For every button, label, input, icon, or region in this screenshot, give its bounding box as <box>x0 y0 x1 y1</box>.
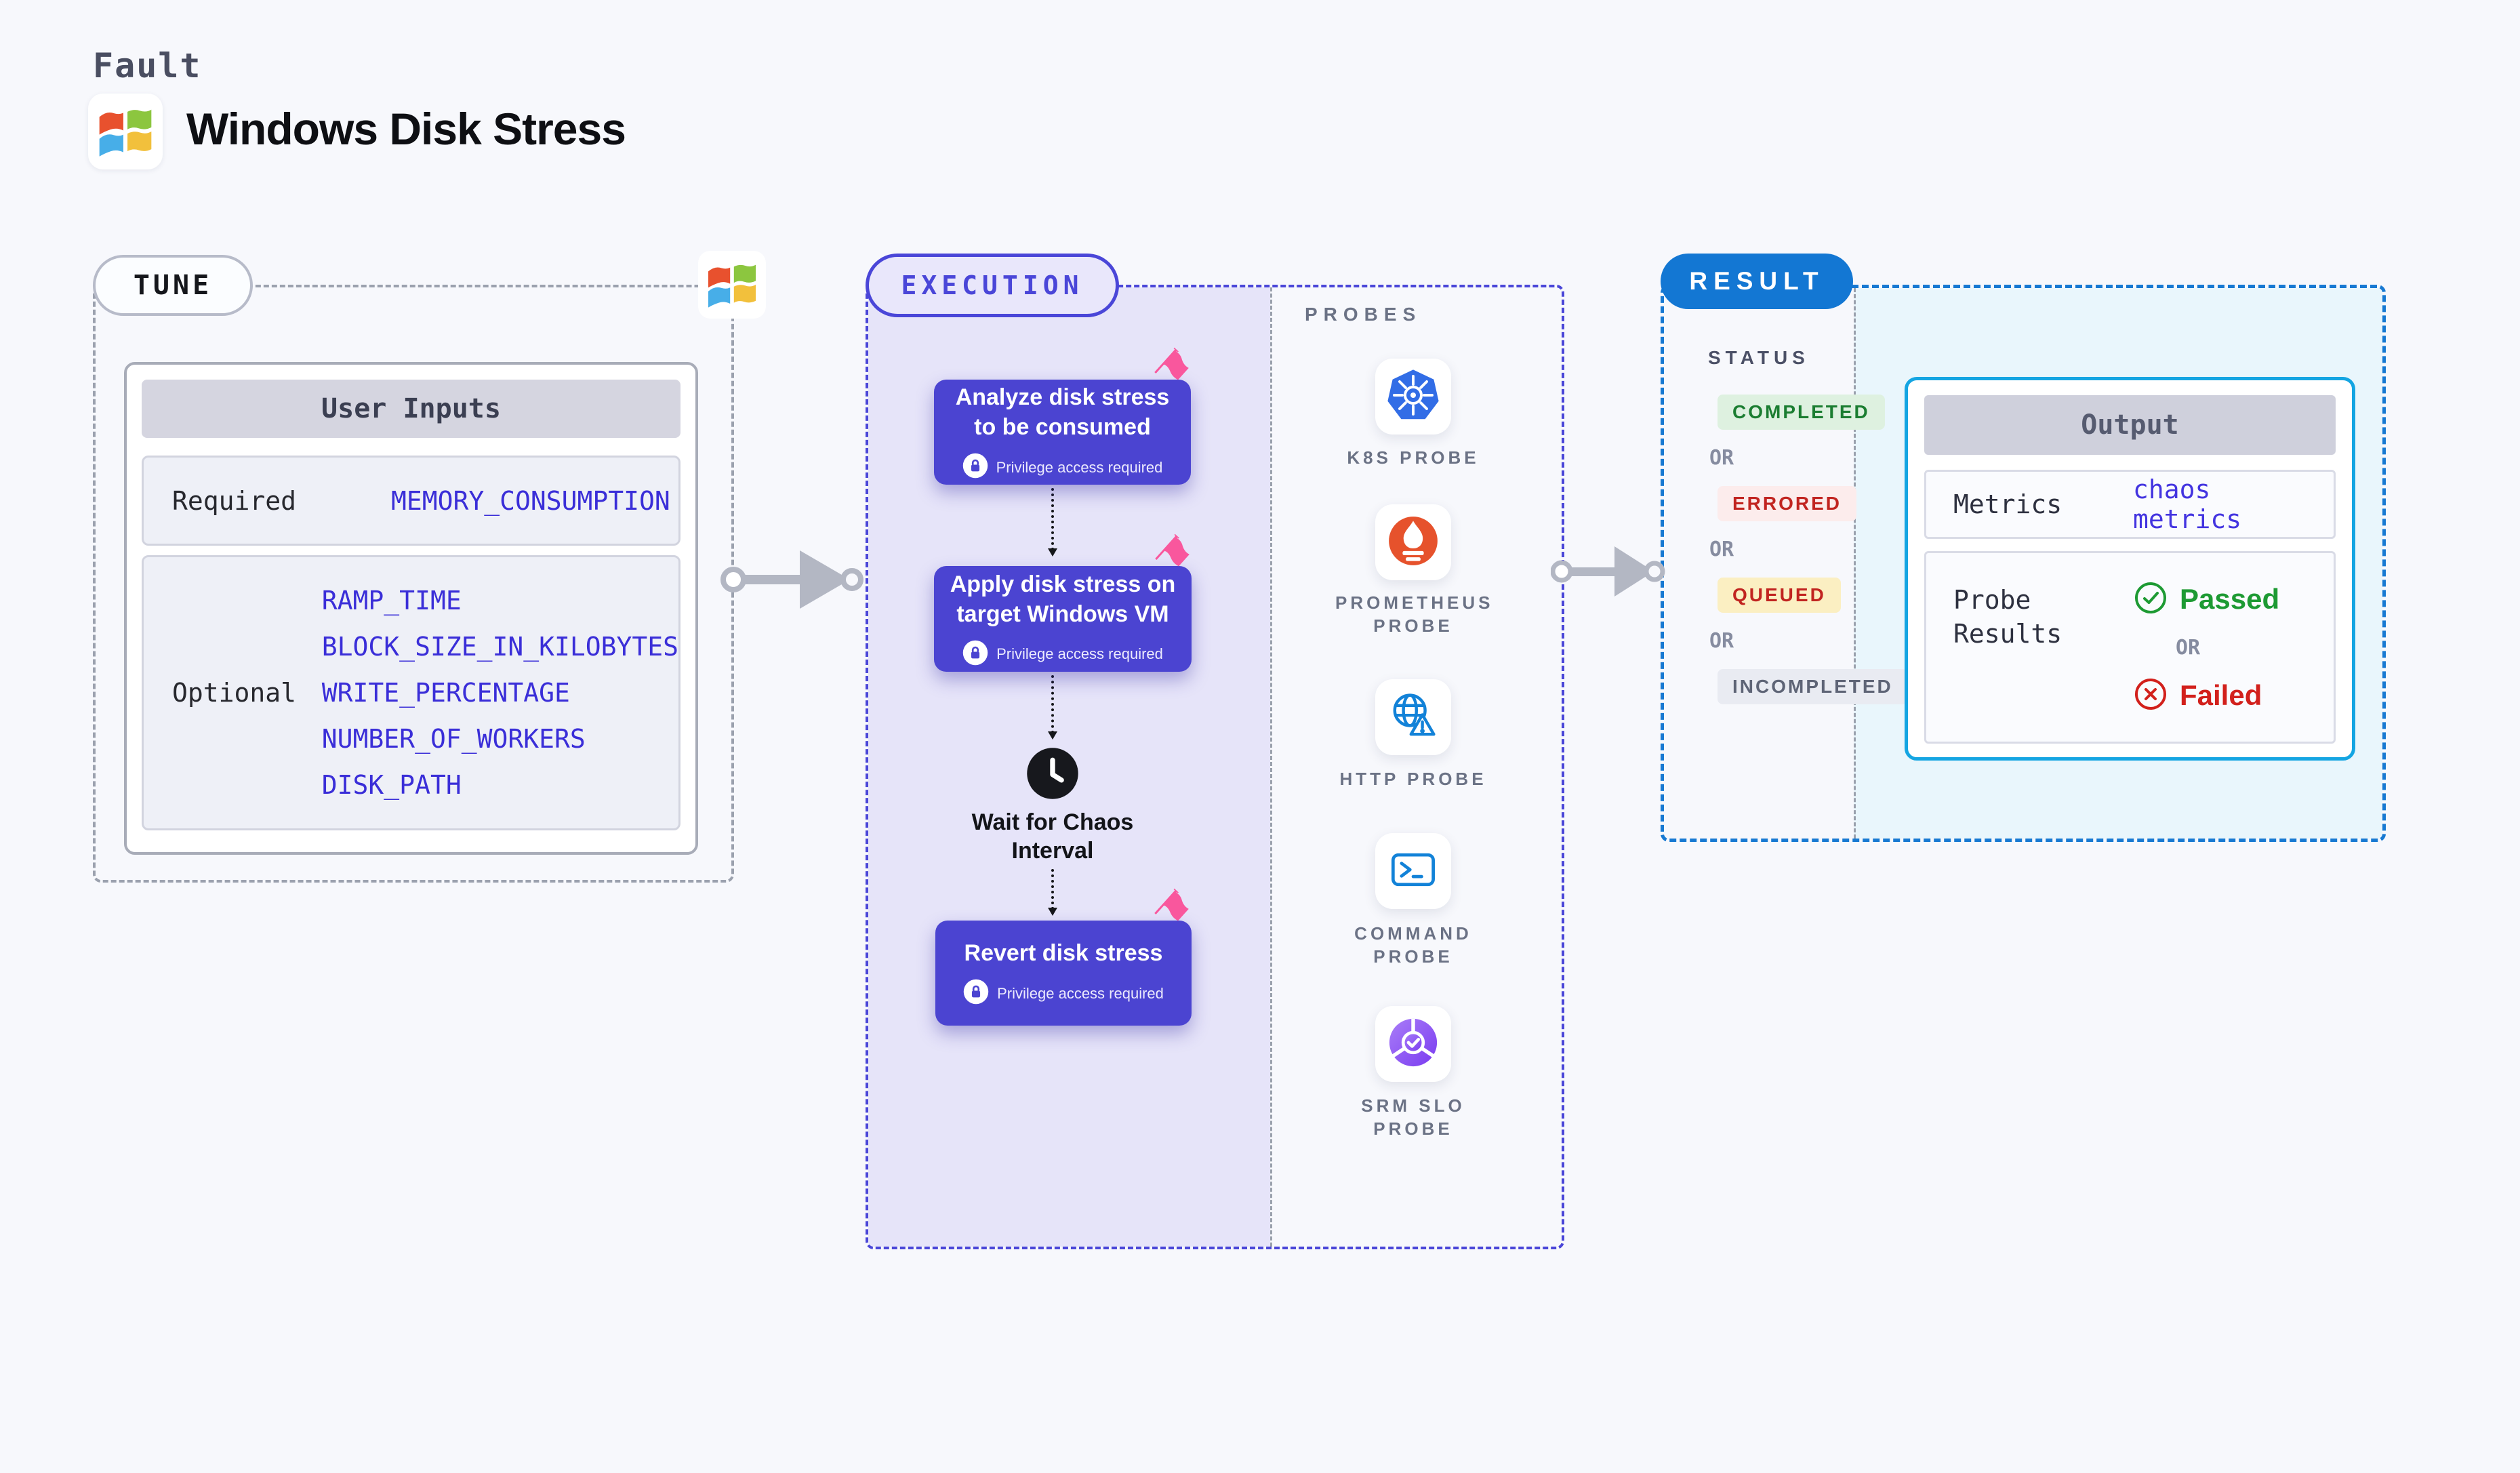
or-label: OR <box>2176 635 2201 660</box>
terminal-icon <box>1387 843 1440 900</box>
probe-label: SRM SLO PROBE <box>1361 1095 1465 1139</box>
privilege-note: Privilege access required <box>997 984 1164 1002</box>
privilege-note: Privilege access required <box>996 645 1163 662</box>
env-var: DISK_PATH <box>321 770 462 800</box>
probe-card-k8s <box>1375 359 1451 435</box>
metrics-value: chaos metrics <box>2132 475 2242 534</box>
env-var: MEMORY_CONSUMPTION <box>391 485 670 516</box>
user-inputs-table: User Inputs Required MEMORY_CONSUMPTION … <box>124 362 698 855</box>
srm-slo-check-icon <box>1387 1016 1440 1072</box>
probe-card-command <box>1375 833 1451 909</box>
required-label: Required <box>172 485 297 516</box>
result-badge: RESULT <box>1661 254 1853 309</box>
step-apply-disk-stress: Apply disk stress on target Windows VM P… <box>934 566 1192 672</box>
env-var: RAMP_TIME <box>321 586 462 616</box>
result-divider <box>1854 288 1856 839</box>
windows-logo <box>88 94 163 169</box>
step-title: Analyze disk stress to be consumed <box>955 384 1170 440</box>
probe-card-srm-slo <box>1375 1006 1451 1082</box>
connector-step2-wait <box>1048 675 1057 740</box>
or-label: OR <box>1709 629 1734 653</box>
step-wait-for-chaos-interval: Wait for Chaos Interval <box>971 809 1134 864</box>
required-inputs-row: Required MEMORY_CONSUMPTION <box>142 456 680 546</box>
passed-label: Passed <box>2180 583 2280 615</box>
probe-results-label: Probe Results <box>1953 585 2062 649</box>
user-inputs-header: User Inputs <box>142 380 680 438</box>
prometheus-icon <box>1387 514 1440 571</box>
or-label: OR <box>1709 538 1734 561</box>
env-var: NUMBER_OF_WORKERS <box>321 724 586 754</box>
probes-title: PROBES <box>1305 304 1422 325</box>
kubernetes-icon <box>1386 368 1440 426</box>
connector-wait-step3 <box>1048 869 1057 916</box>
env-var: WRITE_PERCENTAGE <box>321 678 570 708</box>
status-badge-completed: COMPLETED <box>1718 395 1885 430</box>
metrics-row: Metrics chaos metrics <box>1924 470 2336 539</box>
page-title: Windows Disk Stress <box>186 104 626 154</box>
lock-icon <box>963 979 989 1008</box>
metrics-label: Metrics <box>1953 489 2062 519</box>
connector-step1-step2 <box>1048 488 1057 557</box>
windows-flag-icon <box>99 109 152 157</box>
output-table: Output Metrics chaos metrics Probe Resul… <box>1905 377 2355 761</box>
probe-card-prometheus <box>1375 504 1451 580</box>
step-revert-disk-stress: Revert disk stress Privilege access requ… <box>935 921 1192 1026</box>
arrow-execution-to-result <box>1551 546 1665 597</box>
status-label: STATUS <box>1708 347 1810 368</box>
probe-label: HTTP PROBE <box>1339 769 1487 789</box>
step-analyze-disk-stress: Analyze disk stress to be consumed Privi… <box>934 380 1191 485</box>
http-globe-warning-icon <box>1386 689 1440 746</box>
failed-label: Failed <box>2180 679 2262 711</box>
probe-card-http <box>1375 679 1451 755</box>
lock-icon <box>962 453 988 482</box>
probe-results-row: Probe Results Passed OR <box>1924 551 2336 744</box>
env-var: BLOCK_SIZE_IN_KILOBYTES <box>321 632 678 662</box>
lock-icon <box>962 640 988 669</box>
arrow-tune-to-execution <box>720 550 863 609</box>
windows-logo-small <box>698 251 766 319</box>
probes-divider <box>1270 287 1272 1247</box>
probe-label: K8S PROBE <box>1347 447 1480 468</box>
fault-kicker: Fault <box>93 46 202 85</box>
status-badge-incompleted: INCOMPLETED <box>1718 669 1908 704</box>
windows-flag-icon <box>708 264 756 308</box>
tune-badge: TUNE <box>93 255 253 316</box>
step-title: Apply disk stress on target Windows VM <box>950 571 1176 627</box>
probe-label: PROMETHEUS PROBE <box>1335 592 1494 636</box>
optional-inputs-row: Optional RAMP_TIME BLOCK_SIZE_IN_KILOBYT… <box>142 555 680 830</box>
status-badge-queued: QUEUED <box>1718 578 1841 613</box>
status-column: STATUS COMPLETED OR ERRORED OR QUEUED OR… <box>1708 347 1911 704</box>
check-circle-icon <box>2134 581 2168 618</box>
status-badge-errored: ERRORED <box>1718 486 1857 521</box>
execution-badge: EXECUTION <box>866 254 1119 317</box>
step-title: Revert disk stress <box>964 940 1163 966</box>
output-header: Output <box>1924 395 2336 455</box>
or-label: OR <box>1709 446 1734 470</box>
clock-icon <box>1025 746 1080 805</box>
probe-label: COMMAND PROBE <box>1354 923 1472 967</box>
x-circle-icon <box>2134 677 2168 714</box>
optional-label: Optional <box>172 678 297 708</box>
privilege-note: Privilege access required <box>996 458 1163 476</box>
